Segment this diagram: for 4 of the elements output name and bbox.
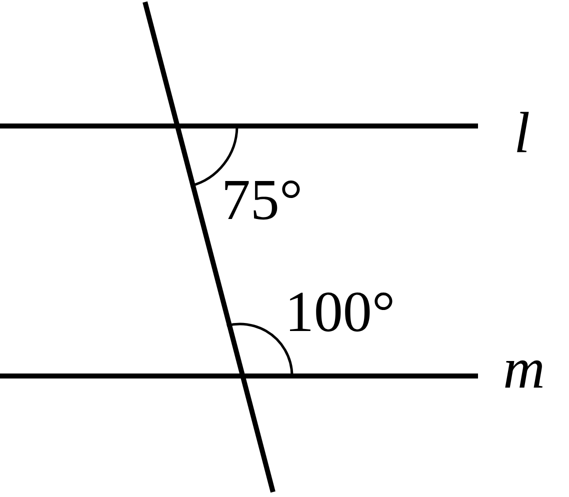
angle-label: 100° xyxy=(290,292,392,332)
line-label: m xyxy=(505,360,542,388)
line-label: l xyxy=(517,112,529,152)
angle-label: 75° xyxy=(225,180,300,220)
